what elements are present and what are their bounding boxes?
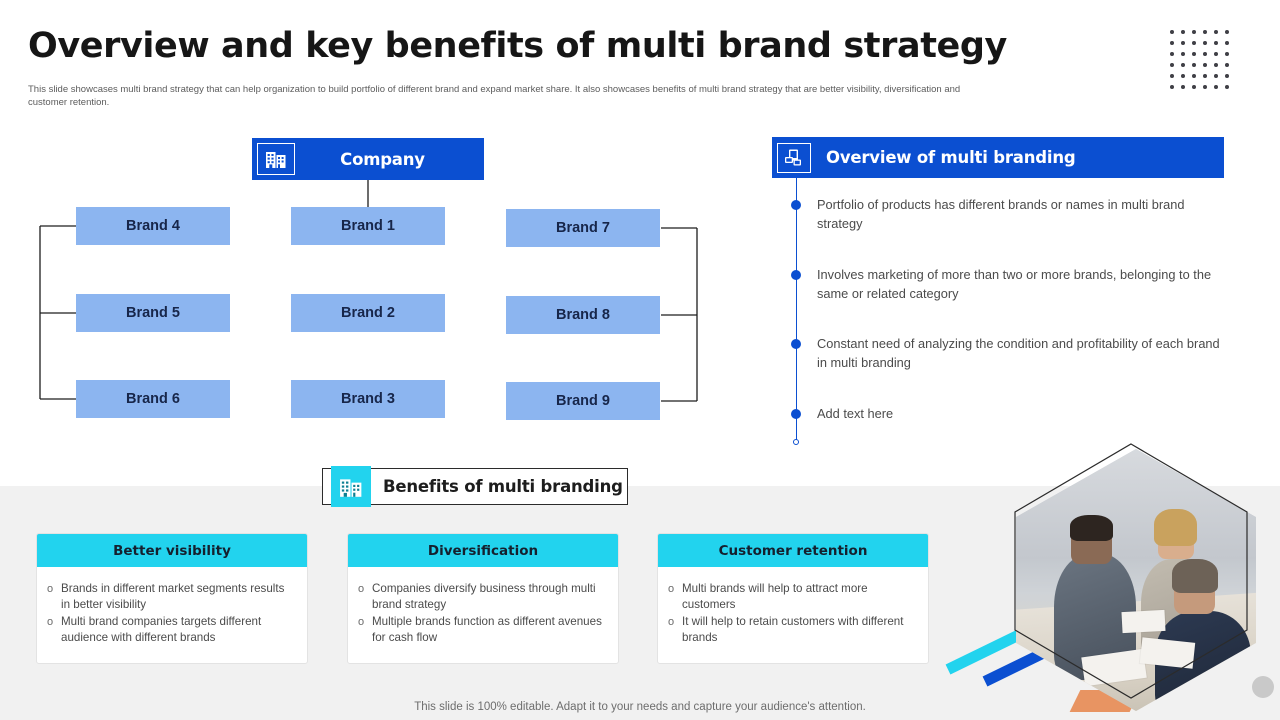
benefit-card-body: o Companies diversify business through m… [348,567,618,663]
org-node-brand-2[interactable]: Brand 2 [291,294,445,332]
page-title: Overview and key benefits of multi brand… [28,26,1007,66]
benefit-card-title: Diversification [348,534,618,567]
overview-item-3-text: Constant need of analyzing the condition… [817,336,1220,370]
overview-item-1: Portfolio of products has different bran… [817,196,1229,233]
circle-bullet-icon: o [47,616,54,628]
org-node-brand-8[interactable]: Brand 8 [506,296,660,334]
overview-bullet-dot [791,339,801,349]
overview-bullet-dot [791,200,801,210]
benefit-card-diversification[interactable]: Diversification o Companies diversify bu… [347,533,619,664]
org-node-brand-3[interactable]: Brand 3 [291,380,445,418]
overview-item-3: Constant need of analyzing the condition… [817,335,1229,372]
overview-timeline-line [796,178,797,443]
org-node-brand-1[interactable]: Brand 1 [291,207,445,245]
circle-bullet-icon: o [358,616,365,628]
list-item: o Companies diversify business through m… [358,581,606,613]
overview-panel-header: Overview of multi branding [772,137,1224,178]
footer-note: This slide is 100% editable. Adapt it to… [414,701,866,713]
list-item: o Multi brands will help to attract more… [668,581,916,613]
dot-grid-icon [1170,30,1236,96]
overview-bullet-dot [791,270,801,280]
overview-item-2-text: Involves marketing of more than two or m… [817,267,1212,301]
list-item: o It will help to retain customers with … [668,614,916,646]
page-subtitle: This slide showcases multi brand strateg… [28,84,961,108]
overview-item-2: Involves marketing of more than two or m… [817,266,1237,303]
building-icon [257,143,295,175]
benefit-card-title: Better visibility [37,534,307,567]
benefit-card-better-visibility[interactable]: Better visibility o Brands in different … [36,533,308,664]
list-item: o Brands in different market segments re… [47,581,295,613]
org-node-brand-6[interactable]: Brand 6 [76,380,230,418]
list-item: o Multi brand companies targets differen… [47,614,295,646]
benefit-card-customer-retention[interactable]: Customer retention o Multi brands will h… [657,533,929,664]
overview-item-4[interactable]: Add text here [817,405,1229,424]
org-chart-connectors [39,180,698,402]
org-chart: Company Brand 4 Brand 5 Brand 6 Brand 1 … [0,0,740,440]
circle-bullet-icon: o [668,616,675,628]
circle-bullet-icon: o [358,583,365,595]
business-meeting-photo [1014,443,1256,711]
grey-circle-decoration [1252,676,1274,698]
org-root-label: Company [340,149,425,169]
list-item-text: Companies diversify business through mul… [372,582,596,611]
org-node-brand-5[interactable]: Brand 5 [76,294,230,332]
circle-bullet-icon: o [47,583,54,595]
benefit-card-body: o Brands in different market segments re… [37,567,307,663]
benefit-card-body: o Multi brands will help to attract more… [658,567,928,663]
circle-bullet-icon: o [668,583,675,595]
org-node-brand-9[interactable]: Brand 9 [506,382,660,420]
org-node-brand-4[interactable]: Brand 4 [76,207,230,245]
benefits-header-title: Benefits of multi branding [383,477,623,496]
list-item-text: Multi brand companies targets different … [61,615,262,644]
list-item-text: Multiple brands function as different av… [372,615,602,644]
devices-branding-icon [777,142,811,173]
org-root-company[interactable]: Company [252,138,484,180]
overview-panel-title: Overview of multi branding [826,148,1076,167]
building-icon [331,466,371,507]
list-item-text: It will help to retain customers with di… [682,615,904,644]
list-item-text: Brands in different market segments resu… [61,582,285,611]
overview-bullet-dot [791,409,801,419]
list-item: o Multiple brands function as different … [358,614,606,646]
overview-item-4-text: Add text here [817,406,894,421]
benefit-card-title: Customer retention [658,534,928,567]
overview-item-1-text: Portfolio of products has different bran… [817,197,1185,231]
list-item-text: Multi brands will help to attract more c… [682,582,868,611]
overview-timeline-end-dot [793,439,799,445]
org-node-brand-7[interactable]: Brand 7 [506,209,660,247]
photo-hexagon-clip [1016,449,1256,711]
benefits-header: Benefits of multi branding [322,468,628,505]
